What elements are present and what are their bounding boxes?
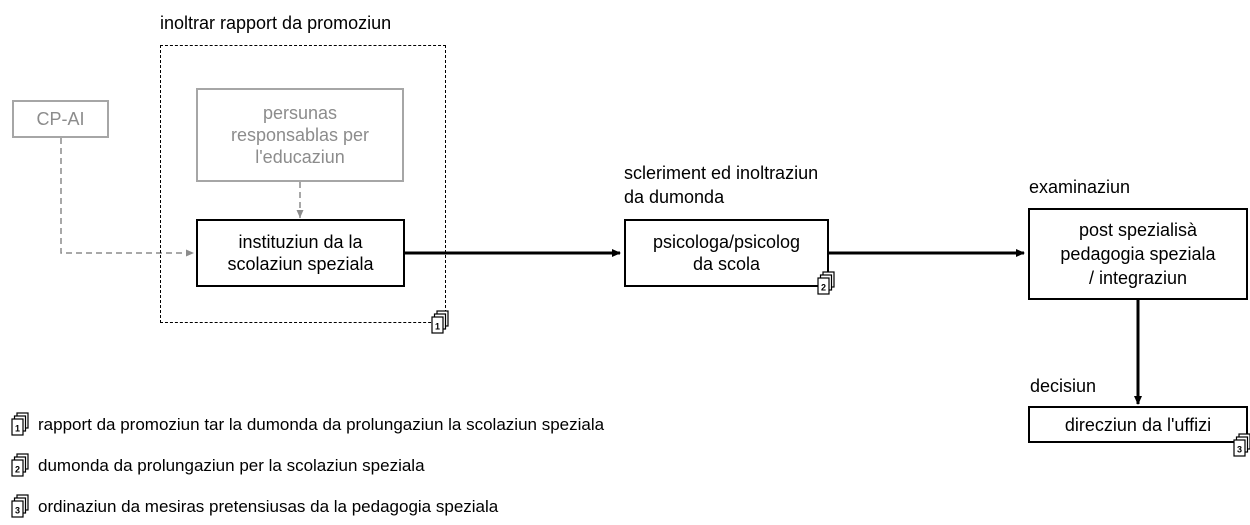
- document-2-icon: 2: [816, 271, 836, 297]
- svg-text:2: 2: [821, 283, 826, 293]
- legend-document-2-icon: 2: [10, 453, 30, 479]
- direction-box: direcziun da l'uffizi: [1028, 406, 1248, 443]
- dashed-group-frame: [160, 45, 446, 323]
- examination-label: examinaziun: [1029, 177, 1131, 197]
- cp-ai-box: CP-AI: [12, 100, 109, 138]
- clarification-label: scleriment ed inoltraziun da dumonda: [624, 163, 819, 207]
- legend-item-2: 2 dumonda da prolungaziun per la scolazi…: [10, 453, 425, 479]
- document-3-icon: 3: [1232, 433, 1250, 459]
- special-post-label: post spezialisà pedagogia speziala / int…: [1060, 220, 1216, 288]
- legend-text-2: dumonda da prolungaziun per la scolaziun…: [38, 456, 425, 475]
- svg-text:3: 3: [15, 506, 20, 516]
- svg-text:2: 2: [15, 465, 20, 475]
- group-title: inoltrar rapport da promoziun: [160, 13, 392, 33]
- document-1-icon: 1: [430, 310, 450, 336]
- legend-item-3: 3 ordinaziun da mesiras pretensiusas da …: [10, 494, 498, 520]
- decision-label: decisiun: [1030, 376, 1097, 396]
- legend-text-1: rapport da promoziun tar la dumonda da p…: [38, 415, 605, 434]
- psychologist-box: psicologa/psicolog da scola: [624, 219, 829, 287]
- legend-item-1: 1 rapport da promoziun tar la dumonda da…: [10, 412, 604, 438]
- institution-label: instituziun da la scolaziun speziala: [227, 232, 374, 274]
- svg-text:1: 1: [15, 424, 20, 434]
- direction-label: direcziun da l'uffizi: [1064, 414, 1212, 435]
- cp-ai-label: CP-AI: [36, 109, 85, 129]
- svg-text:1: 1: [435, 322, 440, 332]
- legend-text-3: ordinaziun da mesiras pretensiusas da la…: [38, 497, 499, 516]
- legend-document-1-icon: 1: [10, 412, 30, 438]
- institution-box: instituziun da la scolaziun speziala: [196, 219, 405, 287]
- special-post-box: post spezialisà pedagogia speziala / int…: [1028, 208, 1248, 300]
- psychologist-label: psicologa/psicolog da scola: [652, 232, 801, 274]
- legend-document-3-icon: 3: [10, 494, 30, 520]
- responsible-persons-box: persunas responsablas per l'educaziun: [196, 88, 404, 182]
- svg-text:3: 3: [1237, 445, 1242, 455]
- responsible-persons-label: persunas responsablas per l'educaziun: [230, 103, 370, 167]
- cp-ai-arrow: [60, 138, 194, 257]
